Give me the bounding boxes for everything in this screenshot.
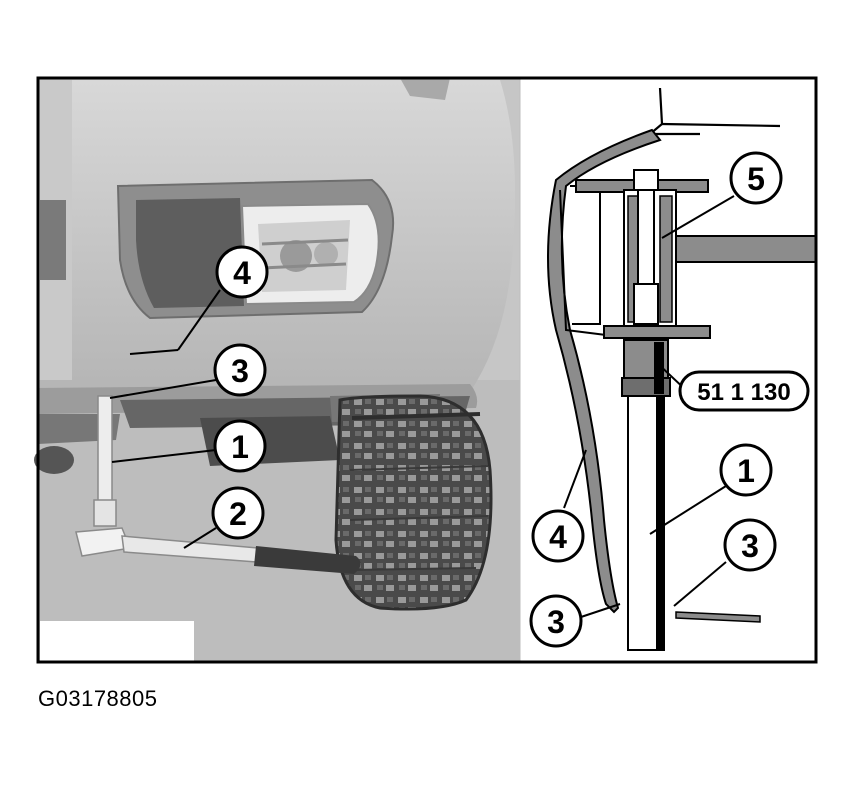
figure-border — [36, 76, 818, 664]
fog-lamp — [240, 202, 380, 306]
figure-code: G03178805 — [38, 686, 158, 711]
ratchet — [75, 527, 361, 574]
callout-special-tool: 51 1 130 — [678, 370, 810, 412]
svg-text:3: 3 — [741, 528, 759, 564]
svg-text:2: 2 — [229, 496, 247, 532]
extension-shaft — [627, 395, 665, 651]
callout-left-3: 3 — [213, 343, 267, 397]
special-tool-socket — [621, 339, 671, 397]
svg-text:1: 1 — [231, 429, 249, 465]
svg-text:3: 3 — [547, 604, 565, 640]
svg-text:51 1 130: 51 1 130 — [697, 379, 790, 406]
svg-text:4: 4 — [549, 519, 567, 555]
left-leader-lines — [109, 289, 221, 549]
callout-left-4: 4 — [215, 245, 269, 299]
svg-text:3: 3 — [231, 353, 249, 389]
bolt — [633, 169, 659, 325]
callout-left-2: 2 — [211, 486, 265, 540]
callout-left-1: 1 — [213, 419, 267, 473]
callout-right-3-upper: 3 — [723, 518, 777, 572]
callout-right-5: 5 — [729, 151, 783, 205]
callout-right-3-lower: 3 — [529, 594, 583, 648]
svg-text:1: 1 — [737, 453, 755, 489]
right-leader-lines — [563, 195, 735, 619]
callout-right-4: 4 — [531, 509, 585, 563]
extension-bar — [93, 395, 117, 527]
tire — [334, 394, 493, 611]
photo-panel — [34, 78, 520, 662]
svg-text:5: 5 — [747, 161, 765, 197]
callout-right-1: 1 — [719, 443, 773, 497]
svg-text:4: 4 — [233, 255, 251, 291]
